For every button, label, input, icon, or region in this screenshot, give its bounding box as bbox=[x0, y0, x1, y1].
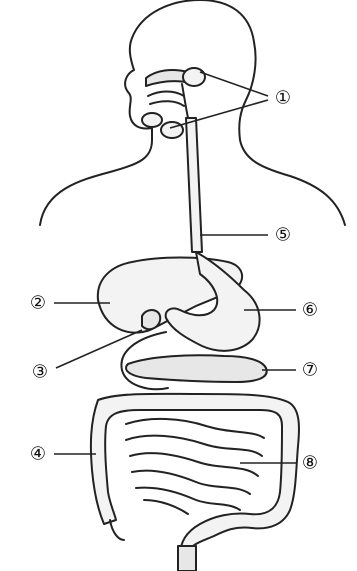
parotid-gland bbox=[183, 68, 205, 86]
palate bbox=[148, 92, 184, 97]
gallbladder bbox=[142, 310, 160, 329]
label-3: ③ bbox=[32, 362, 48, 383]
label-8: ⑧ bbox=[302, 453, 318, 474]
label-6: ⑥ bbox=[302, 300, 318, 321]
pancreas bbox=[126, 355, 267, 382]
large-intestine bbox=[91, 394, 299, 556]
label-4: ④ bbox=[30, 444, 46, 465]
rectum bbox=[178, 546, 196, 571]
small-intestine bbox=[126, 419, 264, 514]
label-1: ① bbox=[275, 88, 291, 109]
tongue bbox=[150, 101, 184, 106]
label-2: ② bbox=[30, 293, 46, 314]
esophagus bbox=[186, 118, 202, 252]
label-5: ⑤ bbox=[275, 225, 291, 246]
salivary-gland-a bbox=[142, 113, 162, 127]
leader-1a bbox=[200, 72, 268, 96]
appendix bbox=[110, 520, 124, 540]
label-7: ⑦ bbox=[302, 360, 318, 381]
pharynx bbox=[182, 84, 188, 118]
